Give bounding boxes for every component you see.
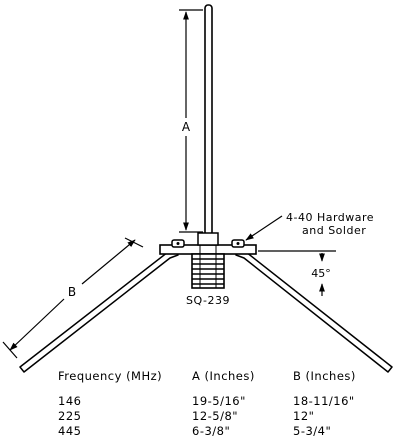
header-b: B (Inches) bbox=[293, 369, 356, 383]
dimension-b-line bbox=[2, 237, 144, 359]
cell-frequency: 146 bbox=[58, 393, 82, 408]
table-row: 445 6-3/8" 5-3/4" bbox=[58, 423, 393, 438]
angle-label: 45° bbox=[311, 267, 331, 280]
frequency-table: Frequency (MHz) A (Inches) B (Inches) 14… bbox=[58, 368, 393, 438]
table-header-row: Frequency (MHz) A (Inches) B (Inches) bbox=[58, 368, 393, 384]
cell-b: 18-11/16" bbox=[293, 393, 355, 408]
hardware-label: 4-40 Hardware bbox=[286, 211, 374, 224]
cell-b: 5-3/4" bbox=[293, 423, 332, 438]
table-row: 225 12-5/8" 12" bbox=[58, 408, 393, 423]
radial-left bbox=[19, 248, 179, 373]
header-frequency: Frequency (MHz) bbox=[58, 369, 163, 383]
cell-a: 12-5/8" bbox=[192, 408, 239, 423]
solder-label: and Solder bbox=[302, 224, 366, 237]
connector-label: SQ-239 bbox=[186, 294, 230, 307]
dimension-a-label: A bbox=[182, 120, 191, 134]
connector-mount bbox=[159, 232, 257, 289]
cell-b: 12" bbox=[293, 408, 315, 423]
angle-indicator bbox=[258, 250, 336, 296]
cell-a: 19-5/16" bbox=[192, 393, 246, 408]
cell-a: 6-3/8" bbox=[192, 423, 231, 438]
dimension-b-label: B bbox=[68, 285, 76, 299]
table-row: 146 19-5/16" 18-11/16" bbox=[58, 393, 393, 408]
cell-frequency: 445 bbox=[58, 423, 82, 438]
cell-frequency: 225 bbox=[58, 408, 82, 423]
header-a: A (Inches) bbox=[192, 369, 255, 383]
dimension-a-line bbox=[179, 9, 203, 233]
vertical-radiator bbox=[204, 4, 213, 236]
hardware-leader-line bbox=[245, 215, 283, 241]
